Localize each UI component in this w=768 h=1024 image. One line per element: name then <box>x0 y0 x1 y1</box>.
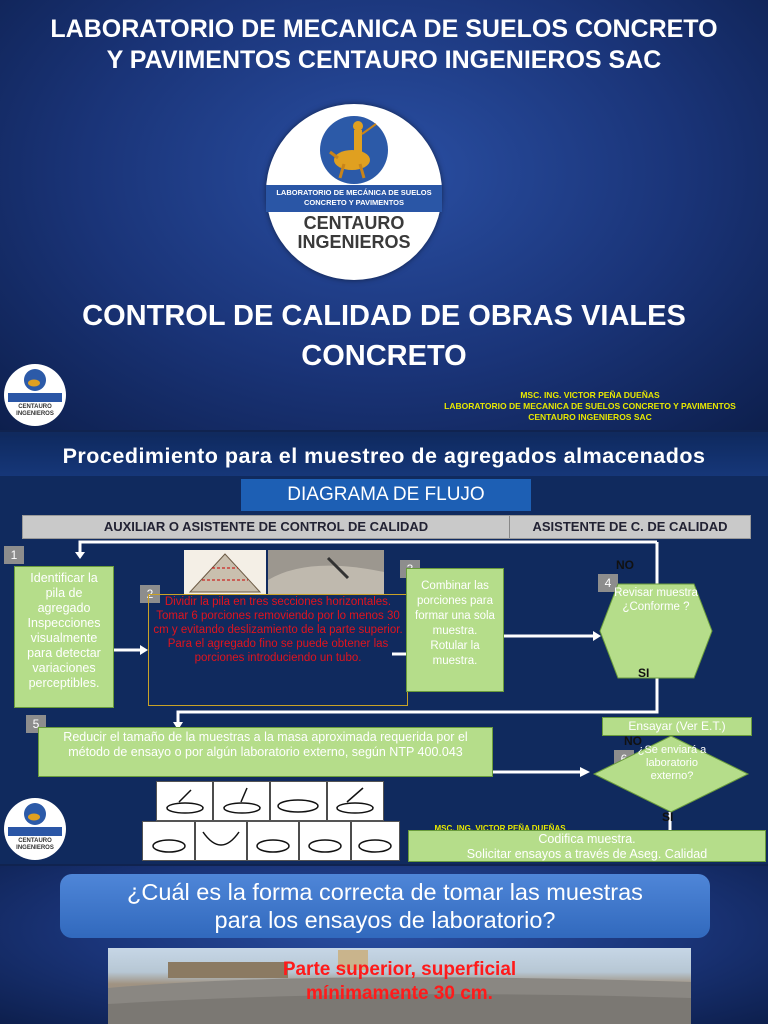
question-slide: ¿Cuál es la forma correcta de tomar las … <box>0 866 768 1024</box>
author-credit: MSC. ING. VICTOR PEÑA DUEÑAS LABORATORIO… <box>380 390 768 423</box>
photo-caption: Parte superior, superficial mínimamente … <box>108 958 691 1006</box>
slide-subtitle: CONTROL DE CALIDAD DE OBRAS VIALES CONCR… <box>0 296 768 376</box>
company-logo: LABORATORIO DE MECÁNICA DE SUELOS CONCRE… <box>266 104 442 280</box>
stockpile-diagram-icon <box>184 550 266 594</box>
step-6-text: ¿Se enviará a laboratorio externo? <box>632 744 712 783</box>
question-box: ¿Cuál es la forma correcta de tomar las … <box>60 874 710 938</box>
title-line-1: LABORATORIO DE MECANICA DE SUELOS CONCRE… <box>0 14 768 45</box>
stockpile-photo: Parte superior, superficial mínimamente … <box>108 948 691 1024</box>
sampling-diagram-icon <box>157 782 383 820</box>
sampling-steps-top-illustration <box>156 781 384 821</box>
si-label: SI <box>638 666 649 680</box>
step-5-box: Reducir el tamaño de la muestras a la ma… <box>38 727 493 777</box>
centaur-icon <box>22 802 48 826</box>
step-2-text: Dividir la pila en tres secciones horizo… <box>153 595 403 665</box>
codifica-box: Codifica muestra. Solicitar ensayos a tr… <box>408 830 766 862</box>
small-logo: CENTAURO INGENIEROS <box>4 798 66 860</box>
logo-band: LABORATORIO DE MECÁNICA DE SUELOS CONCRE… <box>266 185 442 212</box>
step-2-box: Dividir la pila en tres secciones horizo… <box>148 594 408 706</box>
stockpile-photo <box>268 550 384 594</box>
title-line-2: Y PAVIMENTOS CENTAURO INGENIEROS SAC <box>0 45 768 76</box>
small-logo: CENTAURO INGENIEROS <box>4 364 66 426</box>
title-slide: LABORATORIO DE MECANICA DE SUELOS CONCRE… <box>0 0 768 430</box>
flowchart-slide: Procedimiento para el muestreo de agrega… <box>0 432 768 864</box>
no-label: NO <box>616 558 634 572</box>
si-label-2: SI <box>662 810 673 824</box>
logo-company-name: CENTAURO INGENIEROS <box>266 214 442 252</box>
centaur-icon <box>22 368 48 392</box>
centaur-icon <box>314 112 394 188</box>
step-4-text: Revisar muestra ¿Conforme ? <box>612 586 700 614</box>
slide-title: LABORATORIO DE MECANICA DE SUELOS CONCRE… <box>0 14 768 76</box>
step-1-number: 1 <box>4 546 24 564</box>
step-3-box: Combinar las porciones para formar una s… <box>406 568 504 692</box>
step-1-box: Identificar la pila de agregado Inspecci… <box>14 566 114 708</box>
